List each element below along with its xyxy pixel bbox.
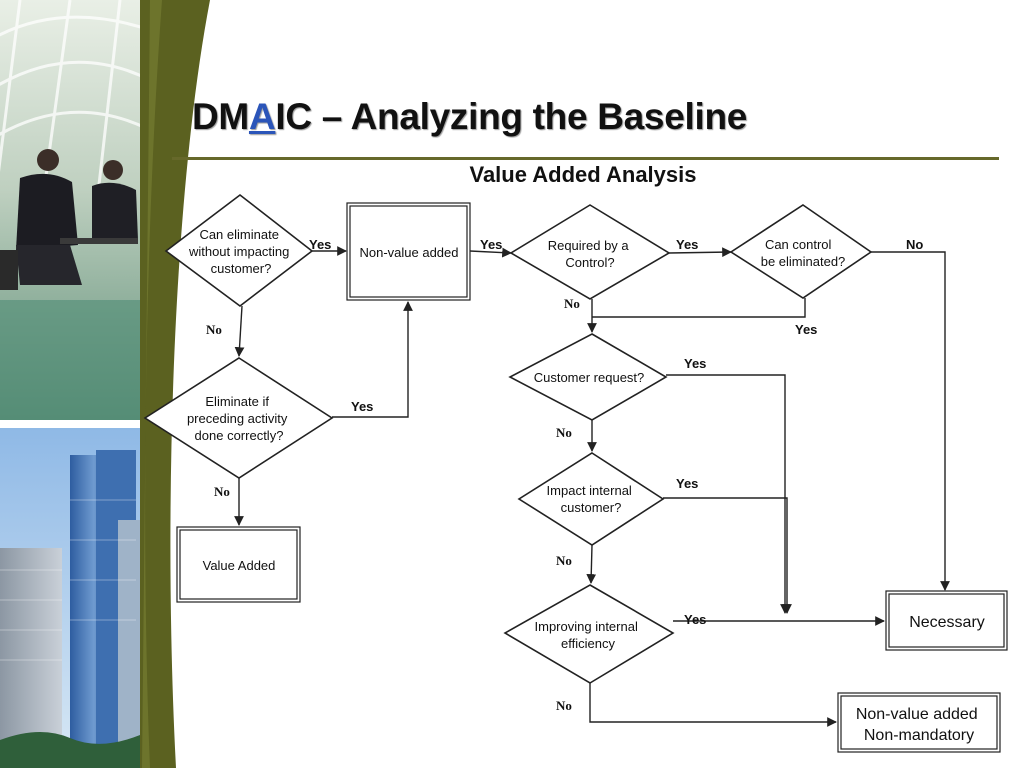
decorative-photo-sidebar (0, 0, 210, 768)
box-necessary (885, 590, 1008, 651)
decision-required-by-control (509, 204, 671, 300)
label-no: No (556, 553, 572, 568)
label-yes: Yes (676, 476, 698, 491)
text-impact-internal: Impact internal customer? (547, 483, 636, 515)
label-yes: Yes (684, 612, 706, 627)
edge-can-eliminate-no (234, 305, 245, 357)
label-no: No (556, 698, 572, 713)
label-yes: Yes (480, 237, 502, 252)
decision-customer-request (508, 333, 668, 421)
title-accent-letter: A (248, 96, 276, 137)
text-improving-efficiency: Improving internal efficiency (535, 619, 642, 651)
text-value-added: Value Added (203, 558, 276, 573)
edge-nva-to-required (469, 247, 512, 258)
label-no: No (564, 296, 580, 311)
title-underline-rule (172, 157, 999, 160)
text-non-value-added: Non-value added (359, 245, 458, 260)
text-eliminate-if-preceding: Eliminate if preceding activity done cor… (187, 394, 291, 443)
decision-eliminate-if-preceding (143, 357, 334, 479)
decision-can-control (729, 204, 873, 299)
text-nva-non-mandatory: Non-value added Non-mandatory (856, 706, 982, 744)
text-required-by-control: Required by a Control? (548, 238, 633, 270)
edge-impact-to-improving (586, 544, 597, 584)
edge-can-control-yes-to-required-no (592, 298, 806, 318)
text-can-eliminate: Can eliminate without impacting customer… (188, 227, 293, 276)
text-can-control: Can control be eliminated? (761, 237, 846, 269)
label-yes: Yes (684, 356, 706, 371)
box-value-added (176, 526, 301, 603)
slide-title: DMAIC – Analyzing the Baseline (192, 96, 748, 137)
decision-impact-internal (517, 452, 665, 546)
label-no: No (214, 484, 230, 499)
edge-impact-yes (663, 497, 792, 614)
label-yes: Yes (795, 322, 817, 337)
label-no-bold: No (906, 237, 923, 252)
box-nva-non-mandatory (837, 692, 1001, 753)
olive-swoosh-band (140, 0, 210, 768)
text-necessary: Necessary (909, 614, 985, 631)
decision-improving-efficiency (503, 584, 675, 684)
diagram-subtitle: Value Added Analysis (469, 162, 697, 187)
box-non-value-added (346, 202, 471, 301)
label-yes: Yes (676, 237, 698, 252)
edge-can-control-no-to-necessary (871, 251, 950, 591)
edge-improving-no-to-nva-nonmandatory (589, 683, 837, 727)
label-no: No (206, 322, 222, 337)
edge-eliminate-if-yes-to-nva (332, 301, 413, 418)
edge-customer-request-yes (666, 374, 790, 614)
edge-required-to-can-control (668, 247, 732, 258)
text-customer-request: Customer request? (534, 370, 645, 385)
label-yes: Yes (351, 399, 373, 414)
label-yes: Yes (309, 237, 331, 252)
decision-can-eliminate (164, 193, 314, 308)
label-no: No (556, 425, 572, 440)
